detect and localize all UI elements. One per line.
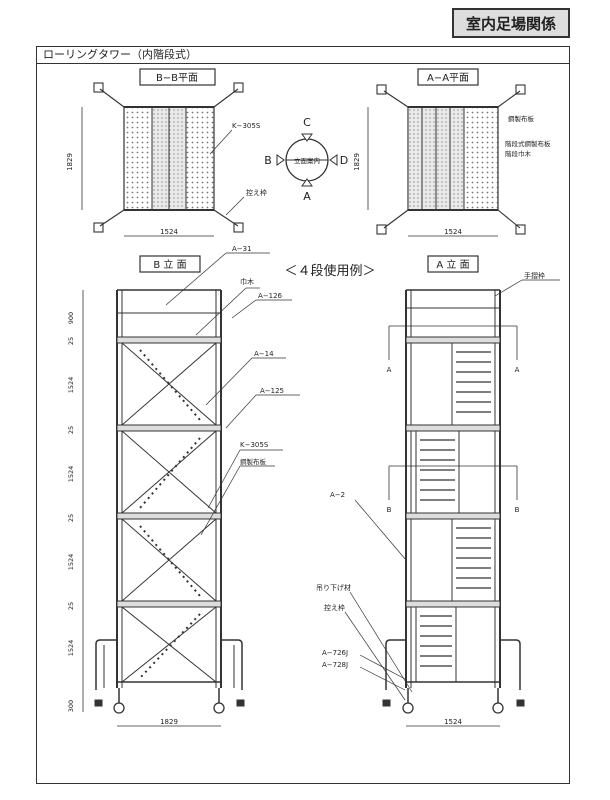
b-dim-7: 25 xyxy=(67,602,75,610)
b-dim-6: 1524 xyxy=(67,554,75,571)
a-label-a728j: A−728J xyxy=(322,661,348,669)
bb-plan-view: B−B平面 1829 1524 K−305S 控え枠 xyxy=(66,68,267,237)
page-header-title: 室内足場関係 xyxy=(452,8,570,38)
a-label-handrail: 手摺枠 xyxy=(524,271,545,280)
b-elevation-view xyxy=(82,252,300,727)
b-dim-3: 25 xyxy=(67,426,75,434)
b-dim-5: 25 xyxy=(67,514,75,522)
b-label-width: 1829 xyxy=(160,718,178,726)
b-elevation-label: B 立 面 xyxy=(153,258,186,271)
aa-plan-view: A−A平面 1829 1524 鋼製布板 階段式鋼製布板 階段巾木 xyxy=(353,68,551,237)
aa-plan-width: 1524 xyxy=(444,228,462,236)
bb-plan-outrigger: 控え枠 xyxy=(246,188,267,197)
aa-plan-label: A−A平面 xyxy=(427,73,469,84)
b-dim-8: 1524 xyxy=(67,640,75,657)
b-dim-2: 1524 xyxy=(67,377,75,394)
a-elevation-texts: 手摺枠 A−2 吊り下げ材 控え枠 A−726J A−728J 1524 A A… xyxy=(316,271,545,726)
aa-plan-depth: 1829 xyxy=(353,153,361,171)
b-label-a14: A−14 xyxy=(254,350,274,358)
compass-center: 立面案内 xyxy=(294,156,320,165)
bb-plan-k305s: K−305S xyxy=(232,122,261,130)
bb-plan-width: 1524 xyxy=(160,228,178,236)
aa-plan-steel-board: 鋼製布板 xyxy=(508,114,535,123)
aa-plan-stair-board: 階段式鋼製布板 xyxy=(505,139,551,148)
b-label-a31: A−31 xyxy=(232,245,252,253)
a-elevation-label: A 立 面 xyxy=(436,258,469,271)
compass-d: D xyxy=(340,154,348,167)
bb-plan-label-box xyxy=(139,68,216,86)
b-dim-0: 900 xyxy=(67,312,75,324)
b-elevation-texts: A−31 巾木 A−126 A−14 A−125 K−305S 鋼製布板 182… xyxy=(67,245,284,726)
a-label-a726j: A−726J xyxy=(322,649,348,657)
drawing-frame: ローリングタワー（内階段式） xyxy=(36,46,570,784)
b-label-a126: A−126 xyxy=(258,292,283,300)
b-label-steel-board: 鋼製布板 xyxy=(240,457,267,466)
a-elevation-view xyxy=(344,279,560,727)
b-dim-1: 25 xyxy=(67,337,75,345)
b-dim-4: 1524 xyxy=(67,466,75,483)
a-label-a2: A−2 xyxy=(330,491,345,499)
a-label-width: 1524 xyxy=(444,718,462,726)
a-section-b-left: B xyxy=(387,506,392,514)
b-dim-9: 300 xyxy=(67,700,75,712)
a-section-a-right: A xyxy=(515,366,520,374)
frame-title: ローリングタワー（内階段式） xyxy=(37,47,569,64)
compass-b: B xyxy=(264,154,272,167)
compass-a: A xyxy=(303,190,311,203)
aa-plan-toe: 階段巾木 xyxy=(505,149,532,158)
bb-plan-depth: 1829 xyxy=(66,153,74,171)
usage-note: ＜４段使用例＞ xyxy=(284,263,375,279)
b-label-habaki: 巾木 xyxy=(240,277,254,286)
a-label-hanging: 吊り下げ材 xyxy=(316,583,351,592)
bb-plan-label: B−B平面 xyxy=(156,73,198,84)
a-label-outrigger: 控え枠 xyxy=(324,603,345,612)
a-section-a-left: A xyxy=(387,366,392,374)
b-label-k305s: K−305S xyxy=(240,441,269,449)
view-direction-compass: 立面案内 C A B D xyxy=(264,116,348,203)
a-section-b-right: B xyxy=(515,506,520,514)
b-label-a125: A−125 xyxy=(260,387,284,395)
compass-c: C xyxy=(303,116,311,129)
